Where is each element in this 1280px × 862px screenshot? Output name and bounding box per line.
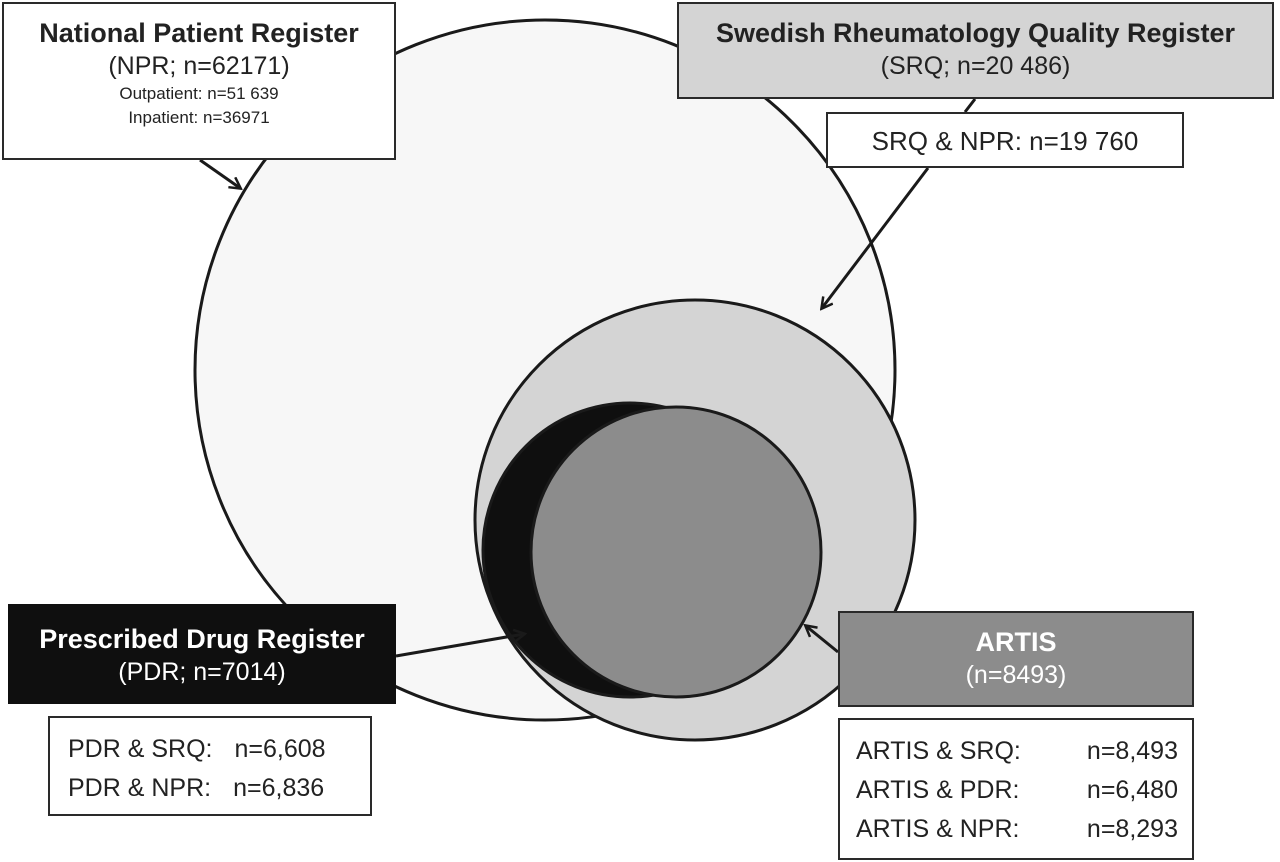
overlap-value: n=6,608 — [234, 735, 326, 763]
npr-title: National Patient Register — [39, 18, 359, 48]
srq-arrow — [822, 167, 930, 308]
npr-inpatient: Inpatient: n=36971 — [128, 108, 270, 127]
srq-label-box: Swedish Rheumatology Quality Register (S… — [677, 2, 1274, 99]
pdr-overlap-row: PDR & SRQ: n=6,608 — [68, 730, 356, 769]
pdr-count: (PDR; n=7014) — [118, 658, 286, 686]
overlap-label: ARTIS & SRQ: — [856, 737, 1021, 765]
overlap-label: PDR & SRQ: — [68, 735, 213, 763]
overlap-label: ARTIS & PDR: — [856, 776, 1020, 804]
srq-npr-overlap: SRQ & NPR: n=19 760 — [871, 126, 1139, 156]
srq-npr-overlap-box: SRQ & NPR: n=19 760 — [826, 112, 1184, 168]
overlap-label: PDR & NPR: — [68, 774, 212, 802]
overlap-value: n=8,493 — [1086, 737, 1178, 765]
overlap-value: n=6,480 — [1086, 776, 1178, 804]
artis-count: (n=8493) — [965, 661, 1067, 689]
pdr-overlap-box: PDR & SRQ: n=6,608 PDR & NPR: n=6,836 — [48, 716, 372, 816]
artis-circle — [529, 405, 823, 699]
npr-outpatient: Outpatient: n=51 639 — [119, 84, 279, 103]
srq-title: Swedish Rheumatology Quality Register — [715, 18, 1236, 48]
pdr-arrow — [395, 634, 524, 658]
srq-connector-line — [963, 98, 977, 113]
srq-count: (SRQ; n=20 486) — [880, 52, 1071, 80]
npr-count: (NPR; n=62171) — [108, 52, 290, 80]
artis-title: ARTIS — [975, 627, 1057, 657]
pdr-overlap-row: PDR & NPR: n=6,836 — [68, 769, 356, 808]
npr-label-box: National Patient Register (NPR; n=62171)… — [2, 2, 396, 160]
artis-overlap-row: ARTIS & NPR: n=8,293 — [856, 810, 1178, 849]
pdr-label-box: Prescribed Drug Register (PDR; n=7014) — [8, 604, 396, 704]
npr-arrow — [199, 158, 240, 188]
artis-label-box: ARTIS (n=8493) — [838, 611, 1194, 707]
overlap-value: n=6,836 — [233, 774, 325, 802]
artis-overlap-box: ARTIS & SRQ: n=8,493 ARTIS & PDR: n=6,48… — [838, 718, 1194, 860]
pdr-title: Prescribed Drug Register — [39, 624, 365, 654]
overlap-label: ARTIS & NPR: — [856, 815, 1020, 843]
artis-arrow — [806, 626, 839, 654]
artis-overlap-row: ARTIS & SRQ: n=8,493 — [856, 732, 1178, 771]
overlap-value: n=8,293 — [1086, 815, 1178, 843]
artis-overlap-row: ARTIS & PDR: n=6,480 — [856, 771, 1178, 810]
